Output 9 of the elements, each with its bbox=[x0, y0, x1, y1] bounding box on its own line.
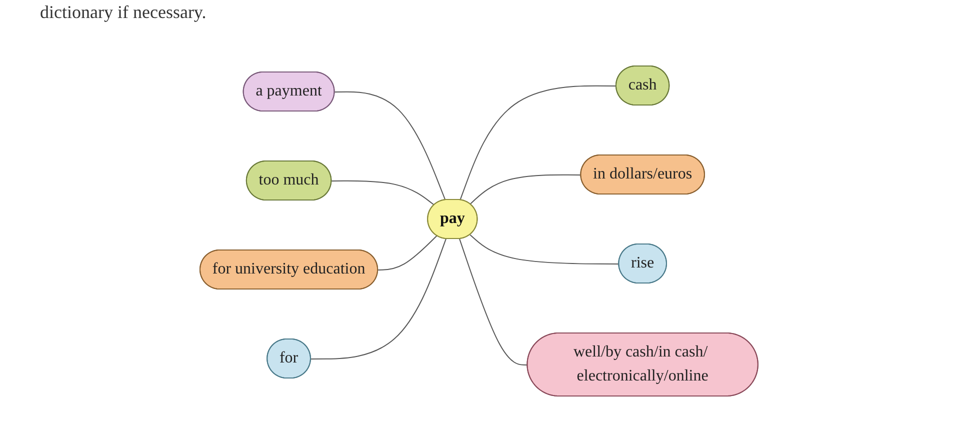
connector bbox=[334, 91, 446, 201]
connector bbox=[460, 85, 617, 201]
connector bbox=[459, 238, 528, 366]
instruction-text: dictionary if necessary. bbox=[40, 2, 206, 22]
connector bbox=[470, 234, 620, 264]
connector bbox=[378, 235, 438, 270]
connector bbox=[470, 174, 582, 205]
connector bbox=[310, 238, 446, 360]
connector bbox=[331, 180, 435, 206]
